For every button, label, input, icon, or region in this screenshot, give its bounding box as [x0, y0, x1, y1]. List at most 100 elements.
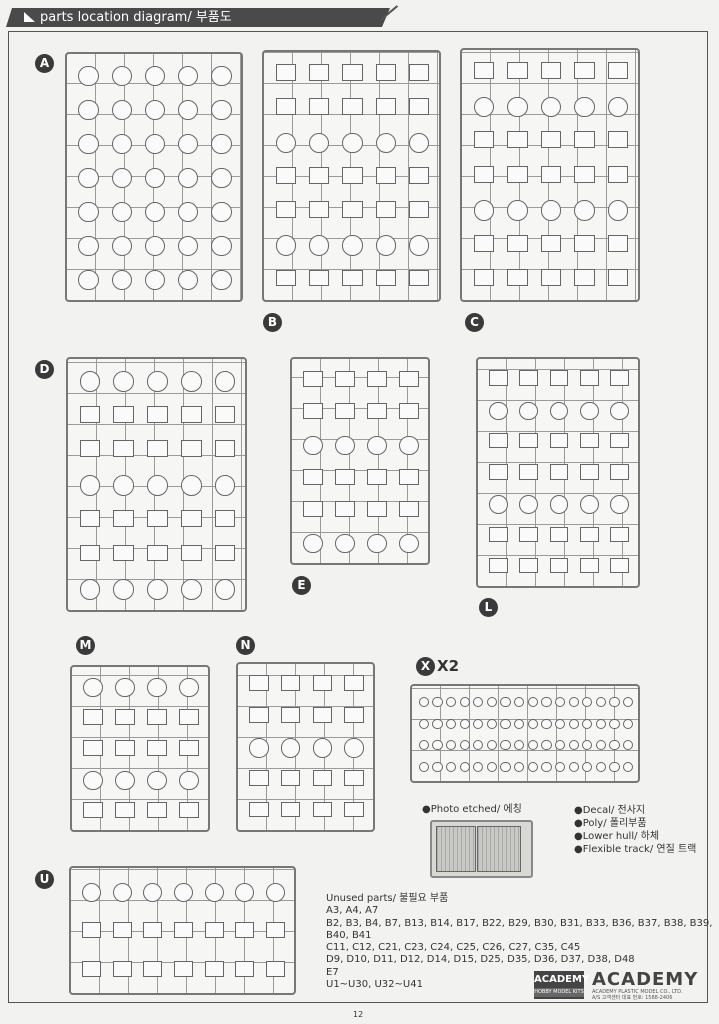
sprue-part [111, 201, 132, 223]
sprue-part [214, 544, 236, 562]
sprue-part [144, 235, 166, 257]
sprue-part [249, 801, 269, 818]
sprue-part [580, 401, 599, 421]
sprue-part [399, 435, 419, 456]
sprue-part [473, 131, 495, 148]
sprue-part [147, 544, 168, 562]
service-number: A/S 고객센터 대표 번호: 1588-2406 [592, 995, 673, 1001]
sprue-part [367, 501, 387, 518]
sprue-part [342, 201, 363, 218]
sprue-part [144, 201, 166, 223]
sprue-part [335, 403, 355, 420]
sprue-part [280, 738, 301, 758]
sprue-part [179, 739, 199, 756]
unused-line: C11, C12, C21, C23, C24, C25, C26, C27, … [326, 942, 581, 954]
sprue-part [507, 165, 528, 183]
unused-line: U1~U30, U32~U41 [326, 979, 423, 991]
sprue-part [607, 131, 629, 148]
sprue-part [473, 96, 495, 118]
track-link-part [473, 718, 484, 729]
sprue-part [214, 440, 236, 458]
sprue-part [540, 96, 562, 118]
sprue-part [83, 801, 103, 818]
sprue-part [78, 235, 99, 257]
sprue-part [111, 235, 132, 257]
track-link-part [554, 762, 566, 773]
track-link-part [459, 718, 470, 729]
sprue-part [266, 961, 286, 977]
sprue-part [540, 165, 562, 183]
unused-line: E7 [326, 966, 339, 978]
sprue-d [66, 357, 247, 612]
track-link-part [459, 696, 470, 707]
track-link-part [595, 696, 607, 707]
sprue-part [214, 579, 236, 600]
sprue-part [312, 675, 333, 691]
sprue-part [143, 922, 163, 938]
sprue-part [308, 63, 330, 81]
sprue-l [476, 357, 640, 588]
track-link-part [500, 762, 511, 773]
track-link-part [418, 696, 429, 707]
track-link-part [473, 740, 484, 751]
unused-parts-list: Unused parts/ 불필요 부품 A3, A4, A7 B2, B3, … [326, 893, 719, 991]
sprue-part [204, 961, 224, 977]
sprue-part [249, 706, 269, 723]
track-link-part [595, 740, 607, 751]
sprue-part [607, 62, 629, 79]
track-link-part [500, 718, 511, 729]
track-link-part [582, 740, 593, 751]
sprue-part [113, 509, 134, 527]
sprue-part [249, 675, 269, 691]
sprue-part [507, 269, 528, 287]
track-link-part [568, 696, 579, 707]
track-link-part [541, 696, 552, 707]
track-link-part [609, 718, 620, 729]
sprue-part [335, 468, 355, 485]
track-link-part [500, 740, 511, 751]
sprue-part [473, 269, 495, 287]
sprue-part [111, 133, 132, 155]
track-link-part [473, 762, 484, 773]
sprue-part [111, 99, 132, 121]
sprue-part [488, 432, 508, 449]
sprue-part [488, 401, 508, 421]
sprue-part [303, 435, 323, 456]
sprue-part [79, 544, 101, 562]
sprue-part [147, 405, 168, 423]
track-link-part [527, 696, 538, 707]
sprue-part [179, 801, 199, 818]
sprue-part [211, 201, 232, 223]
sprue-part [409, 201, 430, 218]
sprue-part [580, 370, 599, 386]
sprue-part [211, 235, 232, 257]
sprue-part [174, 922, 193, 938]
sprue-part [144, 269, 166, 291]
sprue-part [79, 579, 101, 600]
sprue-part [344, 801, 364, 818]
unused-line: A3, A4, A7 [326, 905, 379, 917]
sprue-u [69, 866, 296, 995]
sprue-part [344, 738, 364, 758]
sprue-part [112, 883, 132, 902]
sprue-part [399, 501, 419, 518]
sprue-part [181, 371, 202, 392]
sprue-part [409, 63, 430, 81]
sprue-part [342, 166, 363, 184]
sprue-part [399, 533, 419, 554]
sprue-part [580, 495, 599, 515]
sprue-part [235, 922, 255, 938]
sprue-part [540, 269, 562, 287]
sprue-part [342, 269, 363, 287]
sprue-part [473, 200, 495, 221]
sprue-part [78, 99, 99, 121]
sprue-part [610, 464, 630, 480]
sprue-part [181, 440, 202, 458]
sprue-part [115, 801, 135, 818]
sprue-part [147, 708, 167, 725]
unused-title: Unused parts/ 불필요 부품 [326, 893, 449, 904]
sprue-part [78, 201, 99, 223]
track-link-part [582, 718, 593, 729]
sprue-part [79, 440, 101, 458]
sprue-part [280, 769, 301, 786]
